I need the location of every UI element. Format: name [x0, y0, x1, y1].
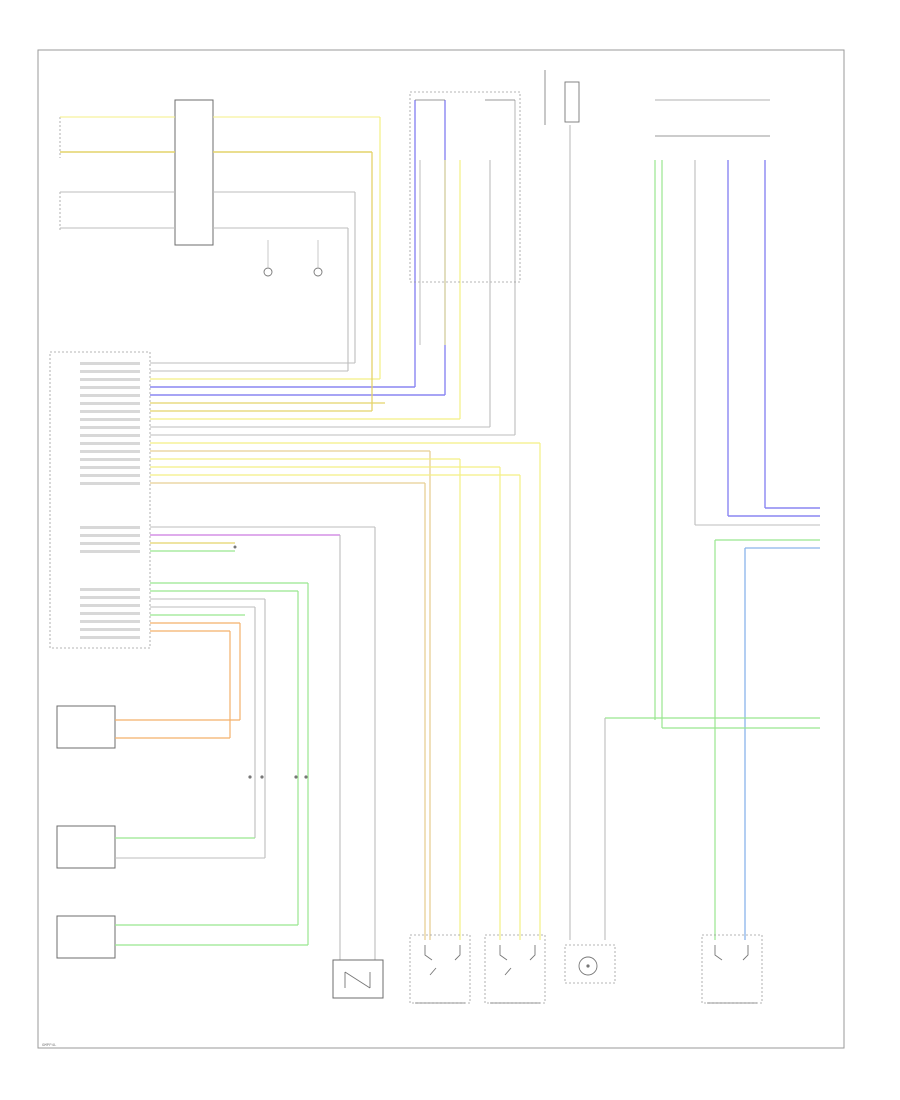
motor-icon: [578, 956, 598, 976]
right-connector: [604, 99, 820, 940]
control-module-outline: [49, 351, 151, 649]
switch-assembly-top: [409, 91, 521, 345]
splice-group: [248, 775, 308, 779]
center-motor: [564, 944, 616, 984]
switch-assembly-outline: [409, 91, 521, 283]
sensor-rear-left: [56, 915, 116, 959]
left-sensors: [56, 705, 308, 959]
sensor-side-left: [56, 825, 116, 869]
module-harness: [150, 100, 541, 960]
sensor-front-left: [56, 705, 116, 749]
splice-icon: [233, 545, 237, 549]
diagram-frame: [37, 49, 845, 1049]
switch-icon: [499, 945, 536, 961]
bottom-devices: [332, 934, 763, 1004]
brake-switch: [332, 959, 384, 999]
diagram-code: GMPP4L: [42, 1044, 57, 1048]
ground-icon: [504, 967, 512, 976]
switch-icon: [714, 945, 749, 961]
module-pin-labels: [80, 362, 140, 639]
ground-icon: [429, 967, 437, 976]
solenoid-right: [484, 934, 546, 1004]
airbag-clockspring-group: [59, 99, 380, 277]
fuse-feed: [544, 70, 580, 940]
brake-switch-box: [332, 959, 384, 999]
switch-icon: [344, 971, 371, 989]
steering-switch-right-icon: [313, 267, 323, 277]
solenoid-left: [409, 934, 471, 1004]
clockspring-body: [174, 99, 214, 246]
steering-switch-left-icon: [263, 267, 273, 277]
control-module: [49, 351, 151, 649]
fuse-icon: [564, 81, 580, 123]
switch-icon: [424, 945, 461, 961]
right-device: [701, 934, 763, 1004]
